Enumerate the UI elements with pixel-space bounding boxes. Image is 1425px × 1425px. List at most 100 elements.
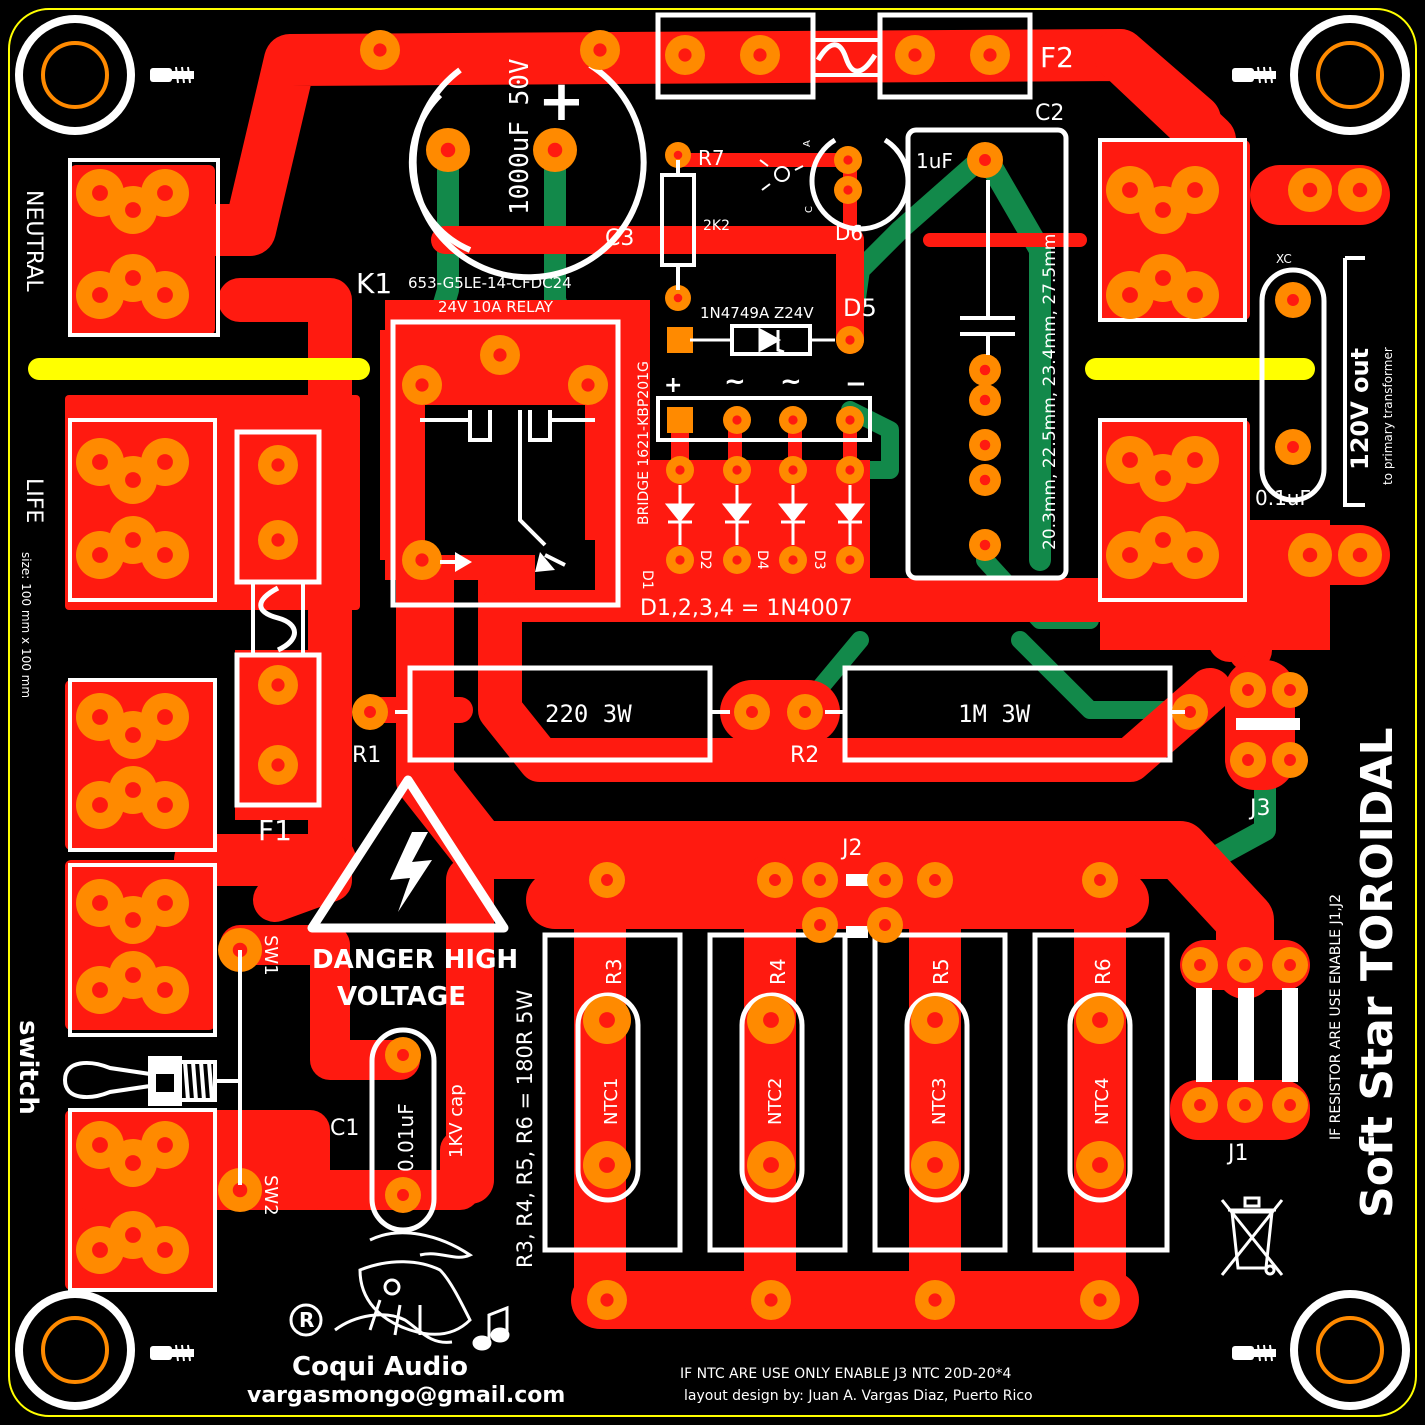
d5-value: 1N4749A Z24V bbox=[700, 304, 814, 322]
pad-hole bbox=[845, 465, 855, 475]
pad-hole bbox=[1239, 1099, 1251, 1111]
pad-hole bbox=[979, 364, 991, 376]
mounting-hole-bl bbox=[15, 1290, 135, 1410]
k1-part: 653-G5LE-14-CFDC24 bbox=[408, 274, 572, 292]
r1-value: 220 3W bbox=[545, 700, 632, 728]
pad-hole bbox=[746, 706, 758, 718]
c2-capacitor-symbol bbox=[960, 180, 1015, 355]
pad-hole bbox=[125, 1227, 141, 1243]
pad-hole bbox=[125, 967, 141, 983]
d6-ref: D6 bbox=[835, 221, 863, 245]
c3-ref: C3 bbox=[605, 226, 634, 251]
d6-cathode: C bbox=[804, 206, 815, 213]
pad-hole bbox=[92, 454, 108, 470]
pad-hole bbox=[599, 1012, 615, 1028]
pad-hole bbox=[1242, 754, 1254, 766]
resistor-note: IF RESISTOR ARE USE ENABLE J1,J2 bbox=[1328, 894, 1344, 1140]
pad-hole bbox=[1155, 532, 1171, 548]
pad-hole bbox=[1122, 182, 1138, 198]
pad-hole bbox=[157, 185, 173, 201]
warning-line1: DANGER HIGH bbox=[312, 945, 518, 975]
xc-value: 0.1uF bbox=[1255, 486, 1311, 510]
pad-hole bbox=[675, 465, 685, 475]
pad-hole bbox=[601, 874, 613, 886]
pad-hole bbox=[373, 43, 387, 57]
pad-hole bbox=[157, 547, 173, 563]
pad-hole bbox=[1352, 182, 1368, 198]
pads bbox=[76, 30, 1382, 1320]
pad-hole bbox=[979, 154, 991, 166]
pad-hole bbox=[1239, 959, 1251, 971]
pad-hole bbox=[397, 1189, 409, 1201]
pad-hole bbox=[1302, 182, 1318, 198]
pad-hole bbox=[927, 1157, 943, 1173]
pad-hole bbox=[979, 394, 991, 406]
j3-ref: J3 bbox=[1248, 796, 1271, 821]
pad-hole bbox=[673, 293, 683, 303]
pad-hole bbox=[1122, 452, 1138, 468]
pad-hole bbox=[1242, 684, 1254, 696]
pad-hole bbox=[673, 150, 683, 160]
f2-ref: F2 bbox=[1040, 41, 1074, 74]
pad-hole bbox=[271, 533, 285, 547]
pad-hole bbox=[732, 415, 742, 425]
bridge-label: BRIDGE 1621-KBP201G bbox=[636, 361, 652, 525]
pad-hole bbox=[271, 678, 285, 692]
r3-ref: R3 bbox=[602, 958, 626, 985]
mounting-hole-br bbox=[1290, 1290, 1410, 1410]
r7-value: 2K2 bbox=[703, 218, 730, 234]
sw1-label: SW1 bbox=[260, 935, 281, 976]
pad-hole bbox=[271, 758, 285, 772]
pad-hole bbox=[788, 415, 798, 425]
screw-icon bbox=[1232, 1344, 1276, 1362]
bridge-minus: − bbox=[845, 369, 867, 399]
pad-hole bbox=[1155, 470, 1171, 486]
r2-ref: R2 bbox=[790, 743, 819, 768]
xc-ref: XC bbox=[1276, 252, 1292, 266]
pad-hole bbox=[979, 539, 991, 551]
pad-hole bbox=[1122, 287, 1138, 303]
brand-email: vargasmongo@gmail.com bbox=[247, 1383, 565, 1408]
rectifier-diodes bbox=[664, 485, 866, 545]
pad-hole bbox=[678, 48, 692, 62]
pad-hole bbox=[1093, 1293, 1107, 1307]
pad-hole bbox=[1352, 547, 1368, 563]
pad-hole bbox=[769, 874, 781, 886]
pad-hole bbox=[364, 706, 376, 718]
pad-hole bbox=[1302, 547, 1318, 563]
pad-hole bbox=[1287, 441, 1299, 453]
pad-hole bbox=[581, 378, 595, 392]
pad-hole bbox=[92, 1242, 108, 1258]
music-note-icon bbox=[472, 1305, 510, 1351]
c2-value: 1uF bbox=[916, 149, 953, 173]
pad-hole bbox=[92, 185, 108, 201]
f1-ref: F1 bbox=[258, 814, 292, 847]
pad-hole bbox=[788, 465, 798, 475]
life-label: LIFE bbox=[21, 478, 46, 523]
pad-hole bbox=[979, 439, 991, 451]
pad-hole bbox=[1187, 287, 1203, 303]
pad-hole bbox=[593, 43, 607, 57]
pad-hole bbox=[415, 553, 429, 567]
c3-plus-marker: + bbox=[538, 69, 585, 134]
pad-hole bbox=[1094, 874, 1106, 886]
pad-hole bbox=[125, 782, 141, 798]
pad-hole bbox=[157, 982, 173, 998]
r1-ref: R1 bbox=[352, 743, 381, 768]
diodes-note: D1,2,3,4 = 1N4007 bbox=[640, 596, 853, 621]
pad-hole bbox=[1155, 202, 1171, 218]
pad-hole bbox=[1194, 959, 1206, 971]
resistors-note: R3, R4, R5, R6 = 180R 5W bbox=[513, 989, 537, 1268]
registered-mark: R bbox=[299, 1308, 314, 1332]
c3-value: 1000uF 50V bbox=[505, 58, 535, 215]
c1-value: 0.01uF bbox=[394, 1103, 418, 1172]
pad-hole bbox=[929, 874, 941, 886]
pad-hole bbox=[125, 532, 141, 548]
ntc2-label: NTC2 bbox=[765, 1078, 786, 1125]
pad-hole bbox=[814, 874, 826, 886]
pad-hole bbox=[983, 48, 997, 62]
led-icon bbox=[759, 159, 804, 191]
pad-hole bbox=[879, 874, 891, 886]
square-pad bbox=[667, 407, 693, 433]
ntc3-label: NTC3 bbox=[929, 1078, 950, 1125]
